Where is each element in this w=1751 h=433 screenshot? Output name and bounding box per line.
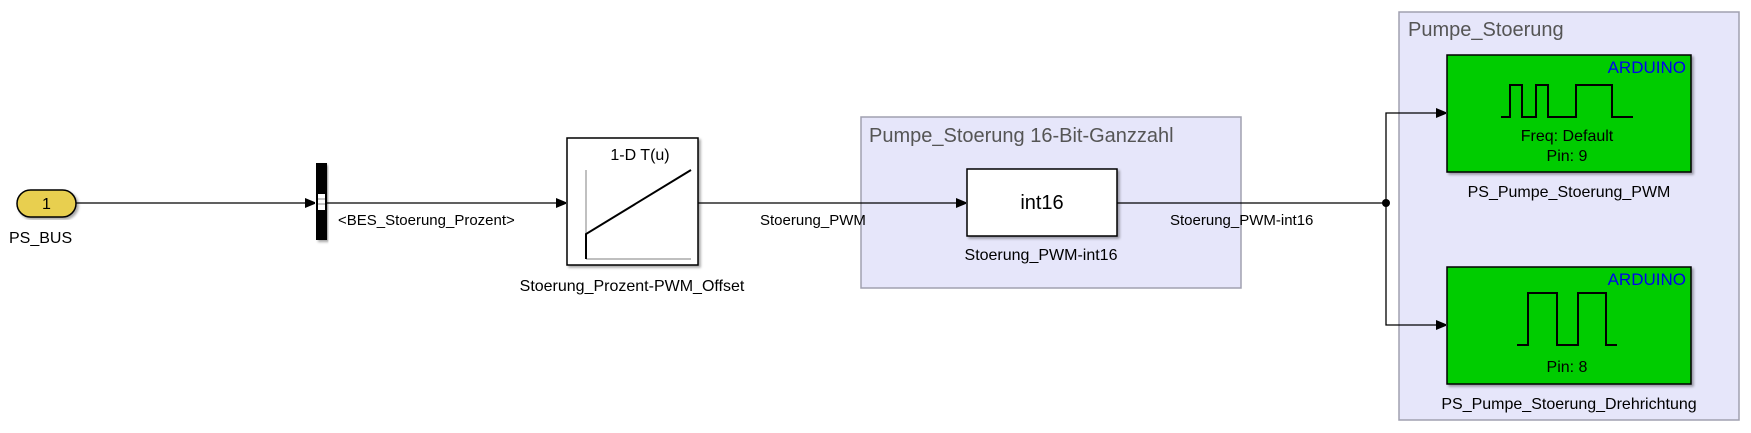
inport-block[interactable]: 1 PS_BUS [9, 189, 77, 247]
lookup-table-block[interactable]: 1-D T(u) Stoerung_Prozent-PWM_Offset [520, 137, 745, 295]
signal-label-int16: Stoerung_PWM-int16 [1170, 212, 1313, 229]
bus-selector-block[interactable] [316, 163, 327, 240]
arduino-brand: ARDUINO [1608, 270, 1686, 289]
digital-block-name: PS_Pumpe_Stoerung_Drehrichtung [1441, 396, 1696, 413]
arduino-brand: ARDUINO [1608, 58, 1686, 77]
arduino-digital-output-block[interactable]: ARDUINO Pin: 8 PS_Pumpe_Stoerung_Drehric… [1441, 266, 1697, 413]
area-int16-title: Pumpe_Stoerung 16-Bit-Ganzzahl [869, 125, 1174, 147]
digital-output-waveform-icon [1517, 292, 1617, 346]
lookup-name: Stoerung_Prozent-PWM_Offset [520, 278, 745, 295]
signal-lines [76, 113, 1446, 325]
line-branch-dir[interactable] [1385, 203, 1446, 325]
pwm-freq: Freq: Default [1521, 128, 1614, 145]
pwm-waveform-icon [1501, 84, 1633, 118]
signal-label-stoerung-pwm: Stoerung_PWM [760, 212, 866, 229]
lookup-plot-icon [585, 169, 692, 260]
area-pump-title: Pumpe_Stoerung [1408, 19, 1564, 41]
pwm-pin: Pin: 9 [1547, 148, 1588, 165]
int16-name: Stoerung_PWM-int16 [965, 247, 1118, 264]
digital-pin: Pin: 8 [1547, 359, 1588, 376]
branch-point [1382, 199, 1390, 207]
arduino-pwm-block[interactable]: ARDUINO Freq: Default Pin: 9 PS_Pumpe_St… [1446, 54, 1692, 201]
inport-number: 1 [42, 196, 51, 213]
inport-name: PS_BUS [9, 230, 72, 247]
pwm-block-name: PS_Pumpe_Stoerung_PWM [1468, 184, 1671, 201]
line-branch-pwm[interactable] [1385, 113, 1446, 203]
data-type-conversion-block[interactable]: int16 Stoerung_PWM-int16 [965, 168, 1118, 264]
signal-label-bes: <BES_Stoerung_Prozent> [338, 212, 515, 229]
lookup-icon-label: 1-D T(u) [610, 147, 669, 164]
int16-label: int16 [1020, 192, 1063, 214]
